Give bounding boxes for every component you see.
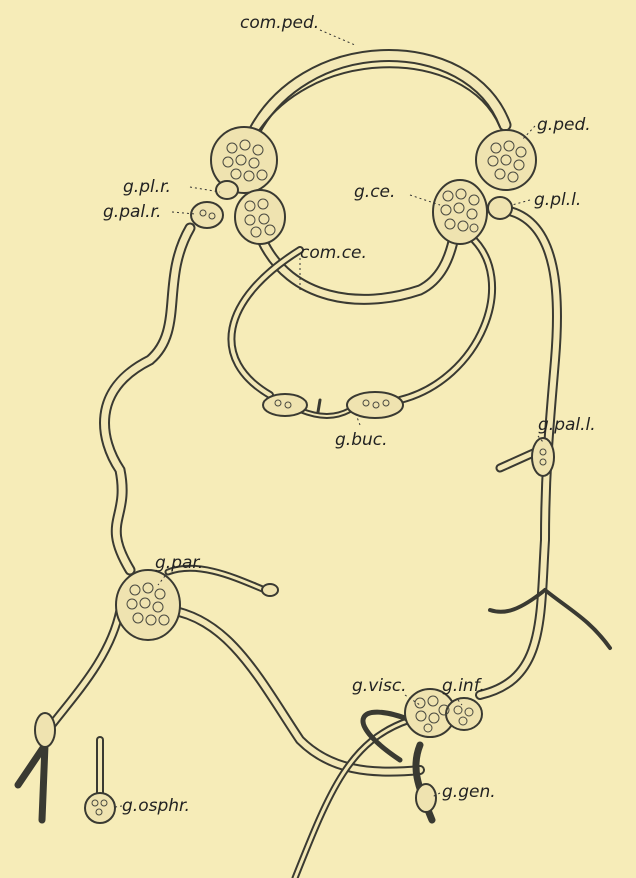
label-com-ce: com.ce. [300,243,367,263]
label-g-inf: g.inf. [442,676,485,696]
label-g-osphr: g.osphr. [122,796,190,816]
pleural-ganglion-right [216,181,238,199]
label-g-buc: g.buc. [335,430,388,450]
genital-ganglion [416,784,436,812]
label-g-ped: g.ped. [537,115,591,135]
cerebral-ganglion-right [235,190,285,244]
label-g-pl-r: g.pl.r. [123,177,171,197]
small-ganglion-bump [262,584,278,596]
pedal-ganglion-left [476,130,536,190]
label-g-pl-l: g.pl.l. [534,190,581,210]
label-g-gen: g.gen. [442,782,496,802]
label-g-par: g.par. [155,553,203,573]
pleural-ganglion-left [488,197,512,219]
small-ganglion-branch [35,713,55,747]
label-com-ped: com.ped. [240,13,319,33]
parietal-ganglion [116,570,180,640]
label-g-pal-l: g.pal.l. [538,415,596,435]
pallial-ganglion-right [191,202,223,228]
label-g-visc: g.visc. [352,676,407,696]
pallial-ganglion-left [532,438,554,476]
label-g-ce: g.ce. [354,182,395,202]
label-g-pal-r: g.pal.r. [103,202,161,222]
osphradial-ganglion [85,793,115,823]
